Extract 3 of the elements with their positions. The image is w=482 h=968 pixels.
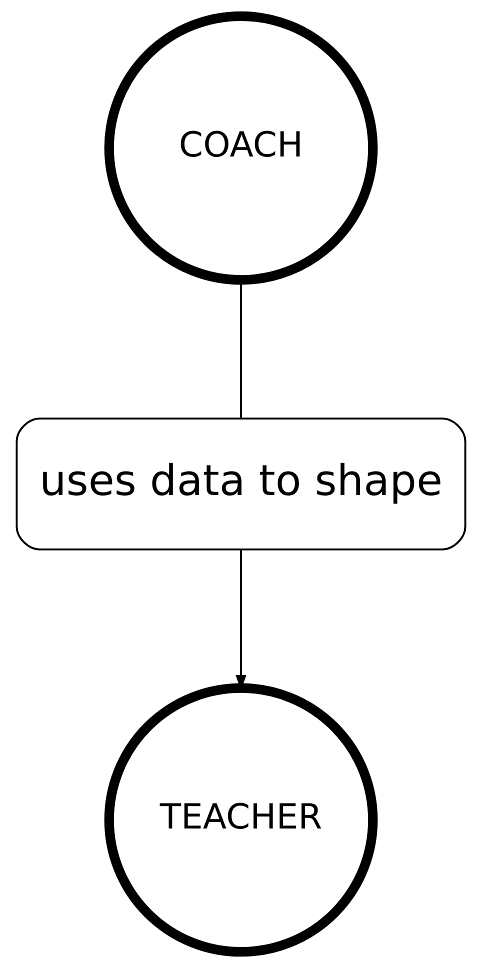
node-circle: TEACHER bbox=[104, 683, 378, 957]
node-box: uses data to shape bbox=[16, 418, 466, 550]
node-circle: COACH bbox=[104, 11, 378, 285]
